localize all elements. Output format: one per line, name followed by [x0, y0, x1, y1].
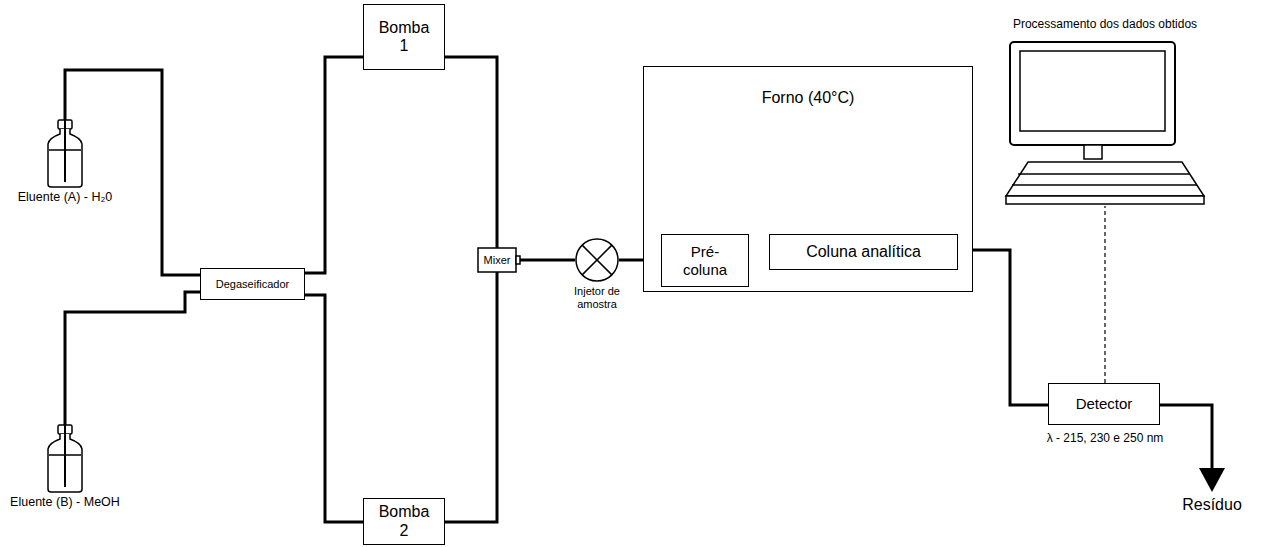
forno-node: Forno (40°C) Pré-coluna Coluna analítica [643, 66, 973, 292]
keyboard-row [1018, 173, 1190, 175]
process-box: Pré-coluna [661, 234, 749, 287]
node-label: Processamento dos dados obtidos [1013, 18, 1197, 32]
node-label: Bomba 2 [375, 503, 433, 540]
oven-title: Forno (40°C) [762, 89, 855, 107]
keyboard-row [1012, 184, 1197, 186]
keyboard-edge [1006, 196, 1204, 204]
injector-icon [575, 238, 619, 282]
keyboard [1006, 162, 1204, 196]
waste-label: Resíduo [1182, 496, 1242, 514]
tubing [305, 295, 363, 522]
bottle-icon [45, 120, 85, 187]
data-link [1104, 206, 1105, 383]
process-box: Coluna analítica [769, 234, 958, 270]
valve-cross [582, 245, 612, 275]
node-label: Bomba 1 [375, 19, 433, 56]
wavelength-label: λ - 215, 230 e 250 nm [1047, 431, 1164, 445]
computer-icon [1000, 40, 1210, 206]
tubing [516, 259, 575, 262]
tube [64, 425, 66, 487]
tubing [65, 70, 200, 275]
node-label: Mixer [478, 254, 516, 267]
tubing [305, 57, 363, 273]
tubing [445, 57, 497, 248]
bottle-icon [45, 425, 85, 492]
process-box: Bomba 2 [363, 498, 445, 545]
node-label: Pré-coluna [674, 243, 736, 278]
screen [1020, 51, 1165, 131]
node-label: Coluna analítica [806, 243, 921, 261]
node-label: Injetor de amostra [562, 285, 632, 310]
process-box: Detector [1048, 383, 1160, 425]
mixer-body [478, 248, 516, 272]
bottle-node: Eluente (B) - MeOH [45, 425, 85, 492]
tube [64, 120, 66, 182]
mixer-tab [516, 256, 520, 264]
node-label: Detector [1076, 395, 1133, 412]
node-label: Eluente (B) - MeOH [10, 495, 120, 509]
mixer-node: Mixer [478, 248, 516, 272]
node-label: Eluente (A) - H₂0 [18, 190, 112, 204]
injector-node: Injetor de amostra [575, 238, 619, 282]
residue-line [1160, 405, 1212, 470]
injector-valve [576, 239, 618, 281]
computer-node: Processamento dos dados obtidos [1000, 40, 1210, 206]
process-box: Degaseificador [200, 268, 305, 300]
tubing [445, 272, 497, 522]
valve-cross [582, 245, 612, 275]
tubing [65, 292, 200, 425]
monitor [1010, 42, 1175, 145]
node-label: Degaseificador [216, 278, 289, 291]
residue-arrowhead [1199, 468, 1225, 492]
bottle-node: Eluente (A) - H₂0 [45, 120, 85, 187]
monitor-stand [1084, 145, 1102, 159]
process-box: Bomba 1 [363, 4, 445, 70]
